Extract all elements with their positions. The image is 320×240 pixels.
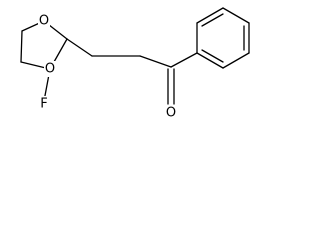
bond-cb-cc bbox=[139, 55, 172, 68]
ring-oxygen-bottom-label: O bbox=[45, 62, 55, 77]
benzene-bond-5 bbox=[222, 52, 250, 69]
alkyl-chain bbox=[66, 38, 172, 68]
benzene-inner-bond-1 bbox=[201, 13, 224, 27]
benzene-bond-2 bbox=[196, 7, 224, 24]
bond-cc-phenyl bbox=[170, 52, 198, 68]
ring-oxygen-top-label: O bbox=[39, 14, 49, 29]
bond-c2-ca bbox=[66, 38, 93, 57]
benzene-bond-6 bbox=[196, 52, 224, 69]
carbonyl-group bbox=[167, 68, 175, 105]
benzene-ring bbox=[196, 7, 250, 69]
carbonyl-oxygen-label: O bbox=[166, 106, 176, 121]
benzene-bond-3 bbox=[222, 7, 250, 24]
molecule-structure: O O F O bbox=[20, 7, 250, 121]
atom-labels: O O F O bbox=[38, 13, 177, 121]
benzene-inner-bond-3 bbox=[201, 49, 224, 63]
fluorine-label: F bbox=[40, 97, 47, 112]
bond-c5-c4 bbox=[20, 30, 23, 63]
